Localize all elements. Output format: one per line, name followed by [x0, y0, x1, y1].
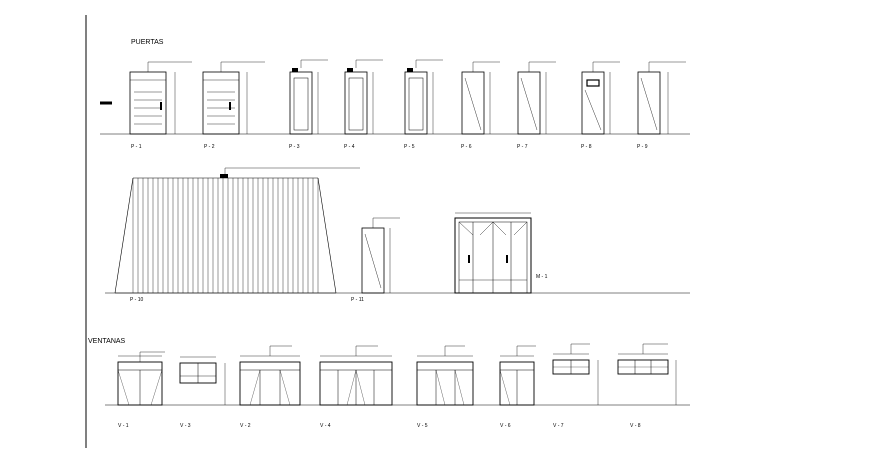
window-v1: V - 1: [117, 351, 165, 429]
door-code-p4: P - 4: [344, 144, 355, 150]
door-p9: P - 9: [637, 61, 686, 150]
door-p1: P - 1: [129, 61, 192, 150]
section-title-doors: PUERTAS: [131, 39, 164, 46]
window-code-v2: V - 2: [240, 423, 251, 429]
window-code-v1: V - 1: [118, 423, 129, 429]
door-p8: P - 8: [581, 61, 620, 150]
door-code-p1: P - 1: [131, 144, 142, 150]
window-v4: V - 4: [319, 345, 393, 429]
door-code-m1: M - 1: [536, 274, 548, 280]
window-code-v3: V - 3: [180, 423, 191, 429]
door-code-p7: P - 7: [517, 144, 528, 150]
window-code-v4: V - 4: [320, 423, 331, 429]
door-code-p2: P - 2: [204, 144, 215, 150]
door-p7: P - 7: [517, 61, 556, 150]
window-code-v6: V - 6: [500, 423, 511, 429]
door-p6: P - 6: [461, 61, 500, 150]
door-code-p9: P - 9: [637, 144, 648, 150]
door-code-p8: P - 8: [581, 144, 592, 150]
window-v5: V - 5: [416, 345, 474, 429]
door-code-p10: P - 10: [130, 297, 143, 303]
window-v7: V - 7: [552, 343, 599, 429]
window-v6: V - 6: [499, 345, 536, 429]
window-code-v8: V - 8: [630, 423, 641, 429]
door-code-p11: P - 11: [351, 297, 364, 303]
door-code-p5: P - 5: [404, 144, 415, 150]
window-code-v7: V - 7: [553, 423, 564, 429]
door-p3: P - 3: [289, 59, 328, 150]
door-p11: P - 11: [351, 217, 400, 303]
window-v2: V - 2: [239, 345, 301, 429]
section-title-windows: VENTANAS: [88, 338, 126, 345]
door-p5: P - 5: [404, 59, 443, 150]
window-v8: V - 8: [617, 343, 677, 429]
door-code-p3: P - 3: [289, 144, 300, 150]
door-p4: P - 4: [344, 59, 383, 150]
door-m1: M - 1: [454, 212, 548, 294]
window-code-v5: V - 5: [417, 423, 428, 429]
door-p2: P - 2: [202, 61, 265, 150]
door-code-p6: P - 6: [461, 144, 472, 150]
door-p10: P - 10: [114, 167, 360, 303]
window-v3: V - 3: [179, 356, 226, 429]
